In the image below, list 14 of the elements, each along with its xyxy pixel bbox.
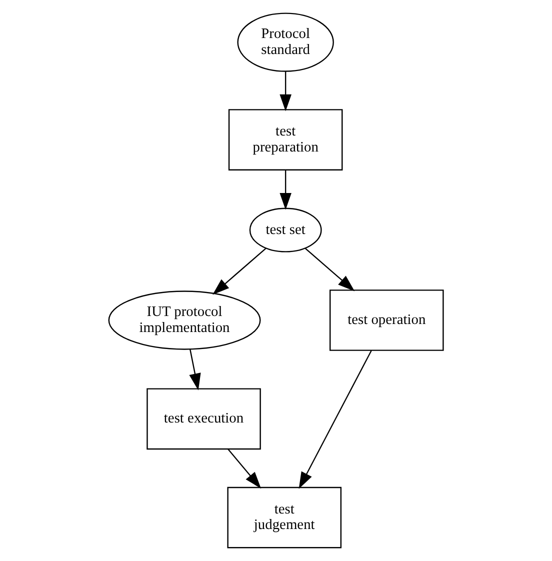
arrow — [304, 248, 355, 292]
node-ellipse: IUT protocol implementation — [108, 290, 261, 350]
node-ellipse: test set — [249, 208, 322, 252]
arrow — [298, 350, 372, 489]
node-box: test judgement — [227, 486, 342, 548]
node-ellipse: Protocol standard — [237, 12, 334, 72]
arrow — [212, 248, 266, 295]
arrow — [228, 448, 262, 489]
node-box: test preparation — [228, 109, 343, 170]
node-box: test execution — [146, 388, 261, 450]
arrow — [189, 349, 201, 390]
node-box: test operation — [330, 290, 444, 351]
arrow — [280, 72, 292, 112]
arrow — [280, 170, 292, 210]
